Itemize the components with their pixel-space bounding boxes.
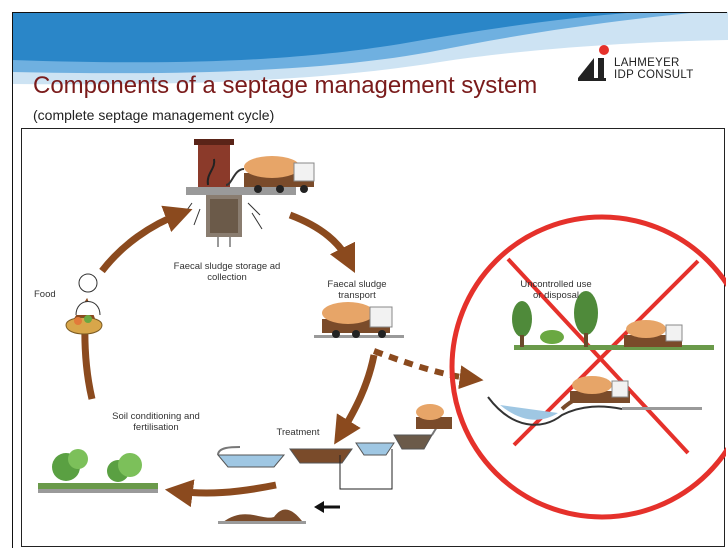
slide-title: Components of a septage management syste… [33, 72, 538, 99]
plants-icon [38, 449, 158, 493]
prohibition-sign [449, 214, 726, 520]
truck-icon-collection [225, 156, 315, 193]
label-treatment: Treatment [276, 427, 320, 438]
uncontrolled-disposal-scene [487, 291, 714, 426]
logo-line-2: IDP CONSULT [614, 69, 694, 81]
septage-cycle-diagram: Faecal sludge storage ad collection Faec… [21, 128, 726, 547]
truck-icon-transport [314, 302, 404, 338]
label-transport: Faecal sludge transport [327, 279, 387, 301]
latrine-icon [181, 139, 296, 247]
dashed-arrow-to-disposal [372, 348, 484, 390]
slide-frame [12, 12, 727, 548]
label-storage-collection: Faecal sludge storage ad collection [173, 261, 281, 283]
header-wave [12, 12, 728, 85]
logo-line-1: LAHMEYER [614, 57, 680, 69]
label-food: Food [34, 289, 56, 300]
cycle-arrows [70, 205, 378, 508]
food-person-icon [65, 273, 103, 335]
diagram-graphics [38, 139, 726, 524]
slide-subtitle: (complete septage management cycle) [33, 107, 275, 123]
lahmeyer-logo-icon [578, 45, 609, 81]
treatment-plant-icon [216, 404, 452, 524]
label-uncontrolled-disposal: Uncontrolled use or disposal [520, 279, 592, 301]
label-soil-conditioning: Soil conditioning and fertilisation [112, 411, 200, 433]
logo-text: LAHMEYER IDP CONSULT [614, 57, 694, 81]
